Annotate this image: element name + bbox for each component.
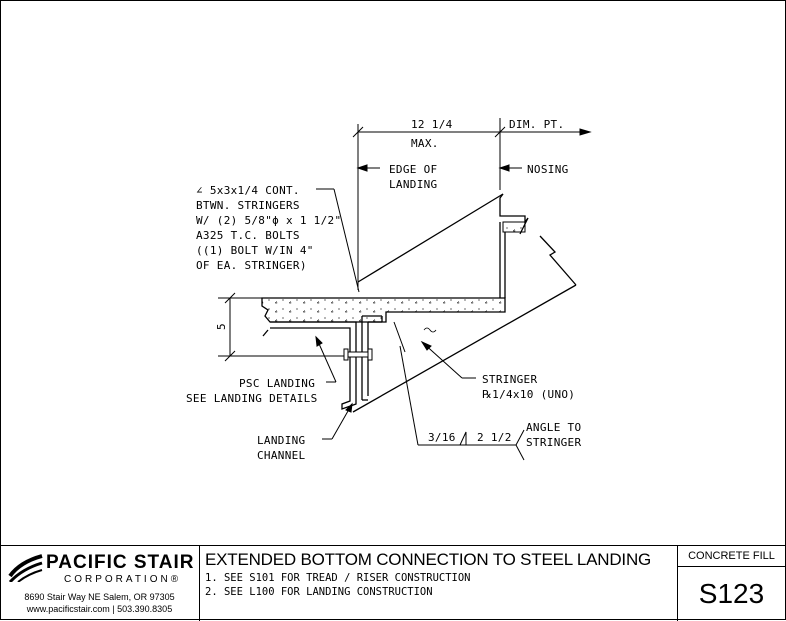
angle-note-3: W/ (2) 5/8"ϕ x 1 1/2" [196,214,341,227]
edge-leaders [356,164,522,172]
note-2: 2. SEE L100 FOR LANDING CONSTRUCTION [205,586,433,598]
weld-size: 3/16 [428,431,456,444]
company-address: 8690 Stair Way NE Salem, OR 97305 [24,592,175,602]
sheet-info: CONCRETE FILL S123 [677,546,786,621]
weld-length: 2 1/2 [477,431,512,444]
edge-of-landing-1: EDGE OF [389,163,437,176]
pacific-stair-logo-icon [8,554,43,582]
bolt [343,348,373,361]
title-area: EXTENDED BOTTOM CONNECTION TO STEEL LAND… [199,546,678,621]
company-web-phone: www.pacificstair.com | 503.390.8305 [26,604,173,614]
stringer-label-1: STRINGER [482,373,537,386]
angle-note-1: ∠ 5x3x1/4 CONT. [196,184,300,197]
stringer-label-2: ℞1/4x10 (UNO) [482,388,575,401]
angle-to-stringer-1: ANGLE TO [526,421,581,434]
weld-symbol [393,321,525,461]
landing-channel-label-2: CHANNEL [257,449,306,462]
psc-landing-leader [315,335,337,383]
corporation-text: CORPORATION [64,574,171,585]
psc-landing-1: PSC LANDING [239,377,315,390]
landing-channel-label-1: LANDING [257,434,305,447]
company-corporation: CORPORATION® [64,574,181,585]
dim-top-label: 12 1/4 [411,118,453,131]
top-dimension [352,118,592,290]
angle-note-4: A325 T.C. BOLTS [196,229,300,242]
dim-side-label: 5 [215,323,228,330]
dim-pt-label: DIM. PT. [509,118,564,131]
company-name: PACIFIC STAIR [46,552,195,573]
category-label: CONCRETE FILL [677,546,786,567]
tread-fill [499,221,526,298]
stringer-leader [420,327,476,379]
detail-drawing: 12 1/4 MAX. DIM. PT. EDGE OF LANDING NOS… [186,118,592,462]
sheet-number: S123 [698,578,765,609]
angle-note-2: BTWN. STRINGERS [196,199,300,212]
stringer-shape [352,193,577,413]
company-logo-block: PACIFIC STAIR CORPORATION® 8690 Stair Wa… [0,546,200,621]
psc-landing-2: SEE LANDING DETAILS [186,392,318,405]
dim-max-label: MAX. [411,137,439,150]
angle-note-5: ((1) BOLT W/IN 4" [196,244,314,257]
registered-mark: ® [170,574,182,585]
nosing-label: NOSING [527,163,569,176]
side-dimension [218,292,344,362]
title-block: PACIFIC STAIR CORPORATION® 8690 Stair Wa… [0,545,786,621]
drawing-title: EXTENDED BOTTOM CONNECTION TO STEEL LAND… [205,550,652,569]
landing-slab [261,297,506,323]
note-1: 1. SEE S101 FOR TREAD / RISER CONSTRUCTI… [205,572,471,584]
angle-note-6: OF EA. STRINGER) [196,259,307,272]
edge-of-landing-2: LANDING [389,178,437,191]
angle-to-stringer-2: STRINGER [526,436,581,449]
landing-channel-leader [322,402,353,440]
angle-note-leader [316,188,360,293]
